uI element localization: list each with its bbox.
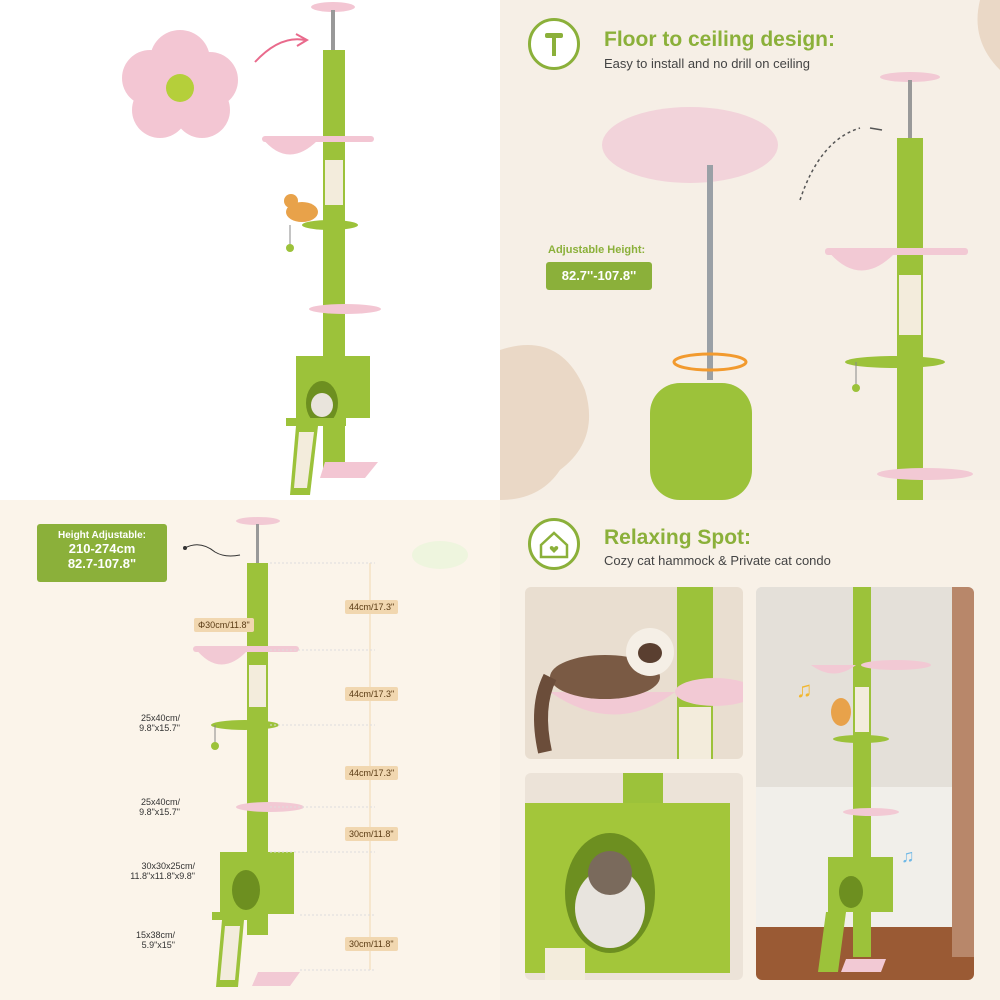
gap-2: 44cm/17.3" — [345, 687, 399, 701]
pink-platform — [309, 304, 381, 314]
post-closeup — [650, 383, 752, 500]
height-label: Height Adjustable: — [58, 530, 146, 541]
flower-top-closeup — [122, 30, 238, 138]
overview-illustration — [122, 2, 381, 495]
height-badge: Height Adjustable: 210-274cm 82.7-107.8" — [37, 524, 167, 582]
adjustable-label: Adjustable Height: — [548, 244, 646, 256]
height-cm: 210-274cm — [68, 541, 136, 556]
gap-5: 30cm/11.8" — [345, 937, 398, 951]
product-overview-panel — [0, 0, 500, 500]
dimensions-panel: Height Adjustable: 210-274cm 82.7-107.8"… — [0, 500, 500, 1000]
relax-title: Relaxing Spot: — [604, 526, 752, 549]
relaxing-spot-panel: Relaxing Spot: Cozy cat hammock & Privat… — [500, 500, 1000, 1000]
threaded-rod — [707, 165, 713, 380]
hammock-diameter: Φ30cm/11.8" — [194, 618, 254, 632]
base-plate — [320, 462, 378, 478]
arrow-icon — [254, 38, 306, 63]
ceiling-pad — [311, 2, 355, 12]
house-heart-icon — [528, 518, 580, 570]
floor-to-ceiling-panel: Floor to ceiling design: Easy to install… — [500, 0, 1000, 500]
platform2-size: 25x40cm/9.8"x15.7" — [139, 797, 180, 817]
green-platform — [302, 220, 358, 230]
hammock — [262, 138, 318, 155]
floor-subtitle: Easy to install and no drill on ceiling — [604, 56, 810, 71]
gap-1: 44cm/17.3" — [345, 600, 399, 614]
floor-title: Floor to ceiling design: — [604, 28, 835, 51]
photo-room: ♫ ♫ — [756, 587, 974, 980]
post-dim — [247, 563, 268, 935]
platform1-size: 25x40cm/9.8"x15.7" — [139, 713, 180, 733]
ramp-size: 15x38cm/5.9"x15" — [135, 930, 175, 950]
photo-hammock — [525, 587, 743, 759]
pole-icon — [528, 18, 580, 70]
dimension-illustration — [183, 517, 468, 987]
photo-condo — [525, 773, 743, 980]
floor-ceiling-illustration — [500, 0, 1000, 500]
rotate-ring-icon — [672, 352, 748, 372]
gap-4: 30cm/11.8" — [345, 827, 398, 841]
relax-subtitle: Cozy cat hammock & Private cat condo — [604, 553, 831, 568]
gap-3: 44cm/17.3" — [345, 766, 399, 780]
condo-size: 30x30x25cm/11.8"x11.8"x9.8" — [130, 861, 195, 881]
music-note-icon: ♫ — [796, 677, 813, 702]
ceiling-pad-closeup — [602, 107, 778, 183]
music-note-icon: ♫ — [901, 846, 915, 866]
height-in: 82.7-107.8" — [67, 556, 137, 571]
adjustable-value: 82.7''-107.8'' — [546, 262, 652, 290]
hammock-right — [827, 250, 896, 271]
